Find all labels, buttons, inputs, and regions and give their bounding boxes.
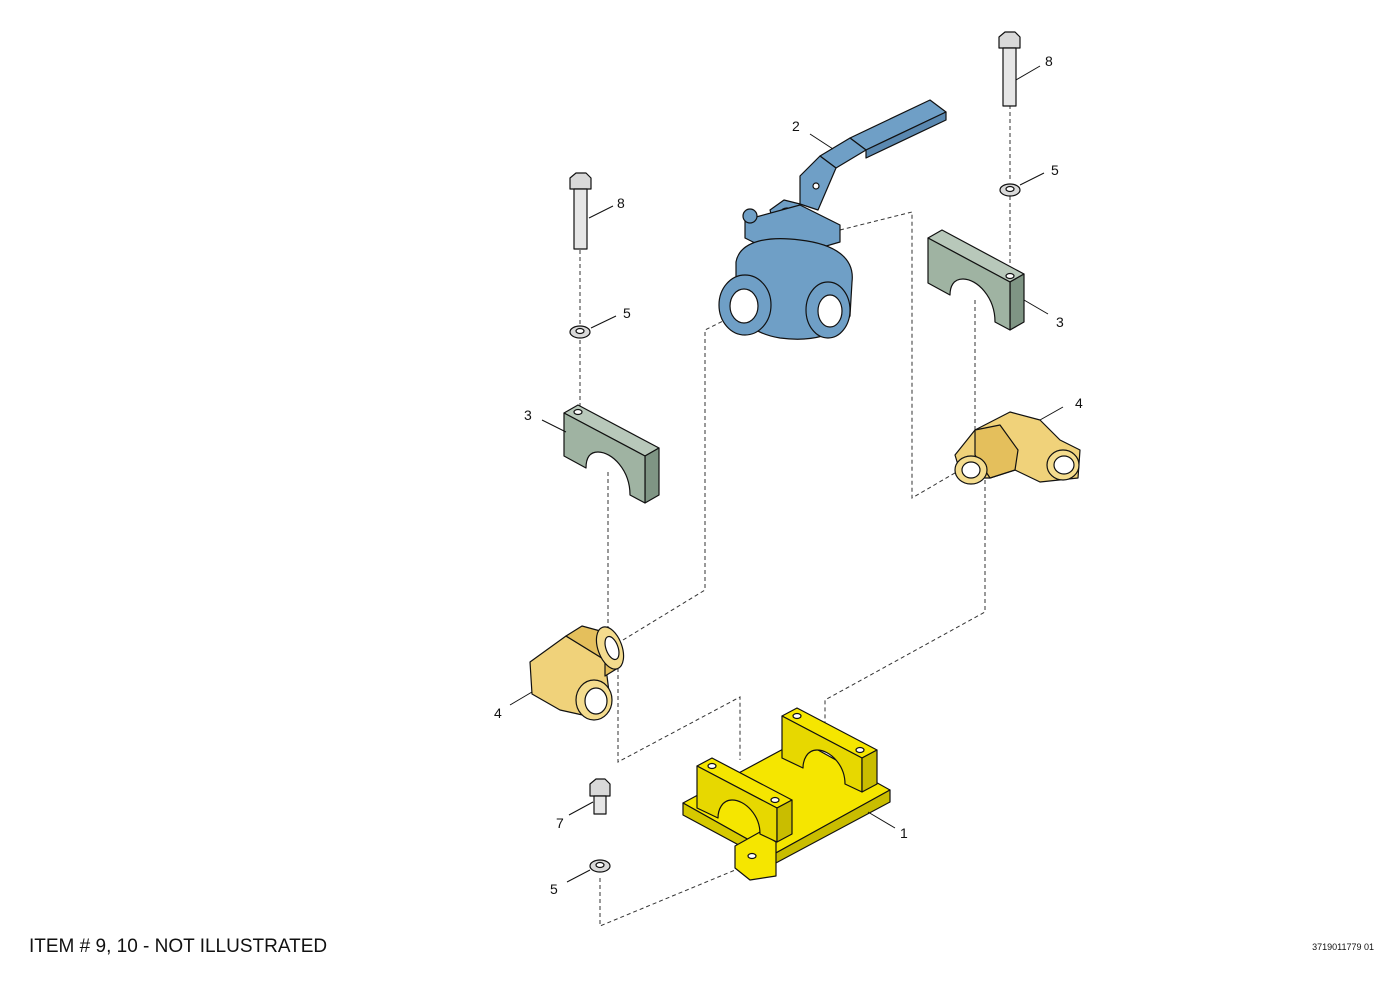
washer-bottom[interactable] <box>566 859 611 883</box>
clamp-right[interactable] <box>927 229 1049 331</box>
callout-washer-right-top: 5 <box>1051 162 1059 178</box>
callout-base: 1 <box>900 825 908 841</box>
callout-elbow-right: 4 <box>1075 395 1083 411</box>
callout-washer-bottom: 5 <box>550 881 558 897</box>
clamp-left[interactable] <box>541 404 660 504</box>
washer-right-top[interactable] <box>999 172 1045 197</box>
callout-labels: 1 2 3 3 4 4 5 5 5 7 8 8 <box>494 53 1083 897</box>
callout-valve: 2 <box>792 118 800 134</box>
elbow-left[interactable] <box>509 623 629 721</box>
bolt-left[interactable] <box>569 172 614 250</box>
drawing-number: 3719011779 01 <box>1312 942 1374 952</box>
washer-left-top[interactable] <box>569 315 617 339</box>
elbow-right[interactable] <box>954 406 1081 485</box>
callout-bolt-left: 8 <box>617 195 625 211</box>
bolt-right[interactable] <box>998 31 1041 107</box>
callout-screw-short: 7 <box>556 815 564 831</box>
not-illustrated-note: ITEM # 9, 10 - NOT ILLUSTRATED <box>29 936 328 957</box>
ball-valve[interactable] <box>718 99 947 340</box>
short-screw[interactable] <box>568 778 611 816</box>
base[interactable] <box>682 707 896 881</box>
callout-elbow-left: 4 <box>494 705 502 721</box>
callout-clamp-left: 3 <box>524 407 532 423</box>
callout-bolt-right: 8 <box>1045 53 1053 69</box>
callout-clamp-right: 3 <box>1056 314 1064 330</box>
callout-washer-left-top: 5 <box>623 305 631 321</box>
